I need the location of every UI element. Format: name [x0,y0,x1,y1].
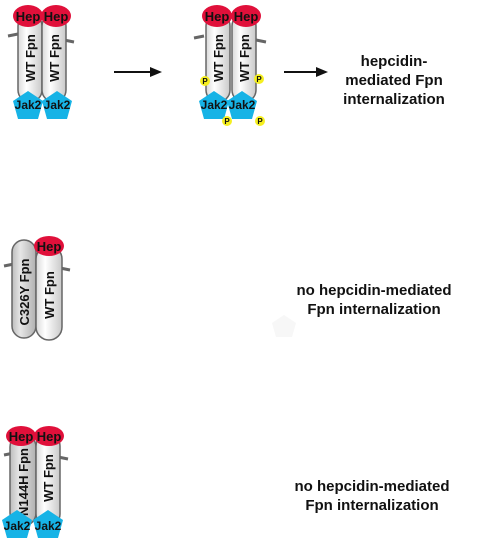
fpn-label-mutant: C326Y Fpn [17,258,32,325]
phospho-label: P [202,77,208,86]
hepcidin-left [6,426,36,446]
hep-label-right: Hep [234,9,259,24]
hep-label: Hep [37,239,62,254]
fpn-label-mutant: N144H Fpn [16,448,31,516]
phospho-label: P [224,117,230,126]
fpn-label-right: WT Fpn [47,34,62,82]
hepcidin-left [202,5,232,27]
jak2-right [42,91,72,119]
caption-row1: hepcidin-mediated Fpn internalization [343,53,445,108]
hep-label-left: Hep [205,9,230,24]
row2-c326y-complex: C326Y Fpn WT Fpn Hep [3,236,71,341]
fpn-label-wt: WT Fpn [42,271,57,319]
jak2-label-right: Jak2 [35,519,62,533]
phospho-jak2-right [255,116,265,126]
phospho-jak2-left [222,116,232,126]
fpn-label-right: WT Fpn [237,34,252,82]
fpn-label-left: WT Fpn [23,34,38,82]
arrow-right-2 [284,67,328,77]
jak2-left [13,91,43,119]
arrow-right-1 [114,67,162,77]
phospho-fpn-right [254,74,264,84]
jak2-left [2,510,32,538]
hepcidin-right [41,5,71,27]
faint-blob [272,315,296,337]
hep-label-left: Hep [9,429,34,444]
membrane-tick-left [193,34,205,40]
row1-before-complex: WT Fpn WT Fpn Hep Hep Jak2 Jak2 [7,5,75,119]
phospho-label: P [257,117,263,126]
jak2-right [33,510,63,538]
fpn-label-left: WT Fpn [211,34,226,82]
phospho-label: P [256,75,262,84]
jak2-left [199,91,229,119]
jak2-label-right: Jak2 [44,98,71,112]
hep-label-right: Hep [44,9,69,24]
row1-phosphorylated-complex: WT Fpn WT Fpn Hep Hep P P Jak2 Jak2 P P [193,5,267,126]
hepcidin [34,236,64,256]
hepcidin-left [13,5,43,27]
hep-label-right: Hep [37,429,62,444]
hep-label-left: Hep [16,9,41,24]
jak2-label-left: Jak2 [201,98,228,112]
membrane-tick-left [7,32,19,38]
row3-n144h-complex: N144H Fpn WT Fpn Hep Hep Jak2 Jak2 [2,426,69,538]
membrane-tick-right [255,38,267,44]
phospho-fpn-left [200,76,210,86]
caption-row2: no hepcidin-mediated Fpn internalization [296,282,452,318]
jak2-label-left: Jak2 [4,519,31,533]
fpn-label-wt: WT Fpn [41,454,56,502]
hepcidin-right [34,426,64,446]
jak2-right [227,91,257,119]
jak2-label-left: Jak2 [15,98,42,112]
hepcidin-right [231,5,261,27]
jak2-label-right: Jak2 [229,98,256,112]
caption-row3: no hepcidin-mediated Fpn internalization [294,478,450,514]
